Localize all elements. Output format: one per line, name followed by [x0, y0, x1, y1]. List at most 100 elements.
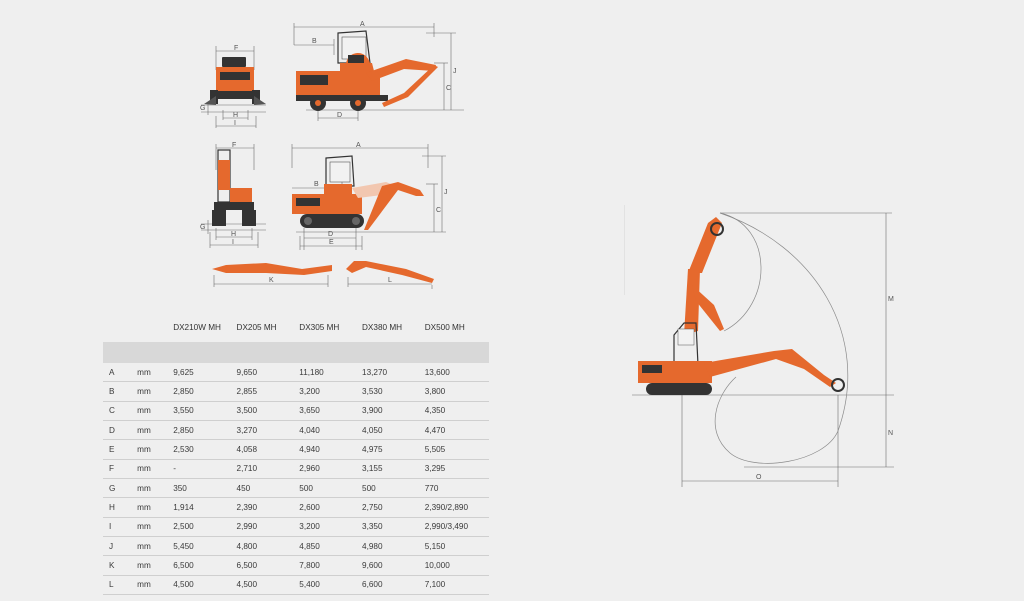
column-header-dx380: DX380 MH [362, 322, 403, 332]
dim-label-c: C [446, 85, 451, 92]
row-value-cell: 2,990/3,490 [424, 517, 489, 538]
row-value-cell: 5,505 [424, 439, 489, 460]
row-value-cell: 3,500 [236, 401, 300, 422]
row-value-cell: 4,050 [362, 420, 425, 441]
row-value-cell: 1,914 [173, 497, 237, 518]
dim-label-f-crawler: F [232, 142, 236, 149]
column-header-dx500: DX500 MH [424, 322, 465, 332]
row-key-cell: K [103, 555, 138, 576]
row-value-cell: 5,450 [173, 536, 237, 557]
row-value-cell: 13,270 [362, 363, 425, 383]
row-value-cell: 770 [424, 478, 489, 499]
spec-table: DX210W MH DX205 MH DX305 MH DX380 MH DX5… [103, 322, 489, 596]
dim-label-h: H [233, 112, 238, 119]
row-value-cell: 7,800 [299, 555, 363, 576]
row-value-cell: 4,040 [299, 420, 363, 441]
wheeled-side-view: A B C J D [286, 15, 466, 127]
row-value-cell: 2,990 [236, 517, 300, 538]
dim-label-j-crawler: J [444, 189, 448, 196]
row-value-cell: 11,180 [299, 363, 363, 383]
row-value-cell: 3,295 [424, 459, 489, 480]
dim-label-h-crawler: H [231, 231, 236, 238]
row-key-cell: L [103, 575, 138, 596]
row-value-cell: 4,470 [424, 420, 489, 441]
row-value-cell: 2,600 [299, 497, 363, 518]
dim-label-g-crawler: G [200, 224, 205, 231]
row-value-cell: 3,200 [299, 381, 363, 402]
row-value-cell: 2,390 [236, 497, 300, 518]
table-header-row: DX210W MH DX205 MH DX305 MH DX380 MH DX5… [103, 322, 489, 342]
dim-label-c-crawler: C [436, 207, 441, 214]
row-value-cell: 10,000 [424, 555, 489, 576]
row-key-cell: D [103, 420, 138, 441]
row-value-cell: 2,850 [173, 381, 237, 402]
row-unit-cell: mm [137, 363, 174, 383]
row-value-cell: 2,855 [236, 381, 300, 402]
row-key-cell: G [103, 478, 138, 499]
row-unit-cell: mm [137, 401, 174, 422]
row-unit-cell: mm [137, 517, 174, 538]
row-value-cell: 9,650 [236, 363, 300, 383]
dim-label-i-crawler: I [232, 239, 234, 246]
row-value-cell: 4,975 [362, 439, 425, 460]
row-value-cell: 4,940 [299, 439, 363, 460]
row-key-cell: H [103, 497, 138, 518]
dim-label-a: A [360, 21, 365, 28]
row-unit-cell: mm [137, 575, 174, 596]
row-value-cell: 4,058 [236, 439, 300, 460]
row-value-cell: 6,500 [236, 555, 300, 576]
row-value-cell: 3,350 [362, 517, 425, 538]
dim-label-a-crawler: A [356, 142, 361, 149]
dim-label-o: O [756, 474, 762, 481]
dim-label-m: M [888, 296, 894, 303]
row-key-cell: E [103, 439, 138, 460]
row-value-cell: 4,500 [236, 575, 300, 596]
crawler-side-view: A B C J D E [286, 138, 466, 250]
row-value-cell: 3,200 [299, 517, 363, 538]
row-value-cell: 500 [299, 478, 363, 499]
row-key-cell: J [103, 536, 138, 557]
row-value-cell: 13,600 [424, 363, 489, 383]
row-value-cell: 4,850 [299, 536, 363, 557]
row-value-cell: 350 [173, 478, 237, 499]
row-value-cell: 2,710 [236, 459, 300, 480]
dim-label-d: D [337, 112, 342, 119]
row-value-cell: 4,500 [173, 575, 237, 596]
row-value-cell: 6,500 [173, 555, 237, 576]
row-key-cell: I [103, 517, 138, 538]
row-value-cell: 450 [236, 478, 300, 499]
column-header-dx305: DX305 MH [299, 322, 340, 332]
column-header-dx205: DX205 MH [236, 322, 277, 332]
working-range-diagram: M N O [624, 205, 904, 490]
dim-label-f: F [234, 45, 238, 52]
row-value-cell: 5,400 [299, 575, 363, 596]
row-value-cell: 4,800 [236, 536, 300, 557]
dim-label-d-crawler: D [328, 231, 333, 238]
row-unit-cell: mm [137, 439, 174, 460]
row-unit-cell: mm [137, 381, 174, 402]
row-value-cell: 3,650 [299, 401, 363, 422]
row-value-cell: 2,960 [299, 459, 363, 480]
row-value-cell: 2,850 [173, 420, 237, 441]
row-value-cell: 2,750 [362, 497, 425, 518]
row-value-cell: 500 [362, 478, 425, 499]
dim-label-b: B [312, 38, 317, 45]
dim-label-b-crawler: B [314, 181, 319, 188]
dim-label-n: N [888, 430, 893, 437]
row-value-cell: 3,530 [362, 381, 425, 402]
row-value-cell: 3,155 [362, 459, 425, 480]
row-key-cell: A [103, 363, 138, 383]
column-header-key [103, 322, 137, 342]
row-value-cell: 3,800 [424, 381, 489, 402]
row-value-cell: 4,980 [362, 536, 425, 557]
